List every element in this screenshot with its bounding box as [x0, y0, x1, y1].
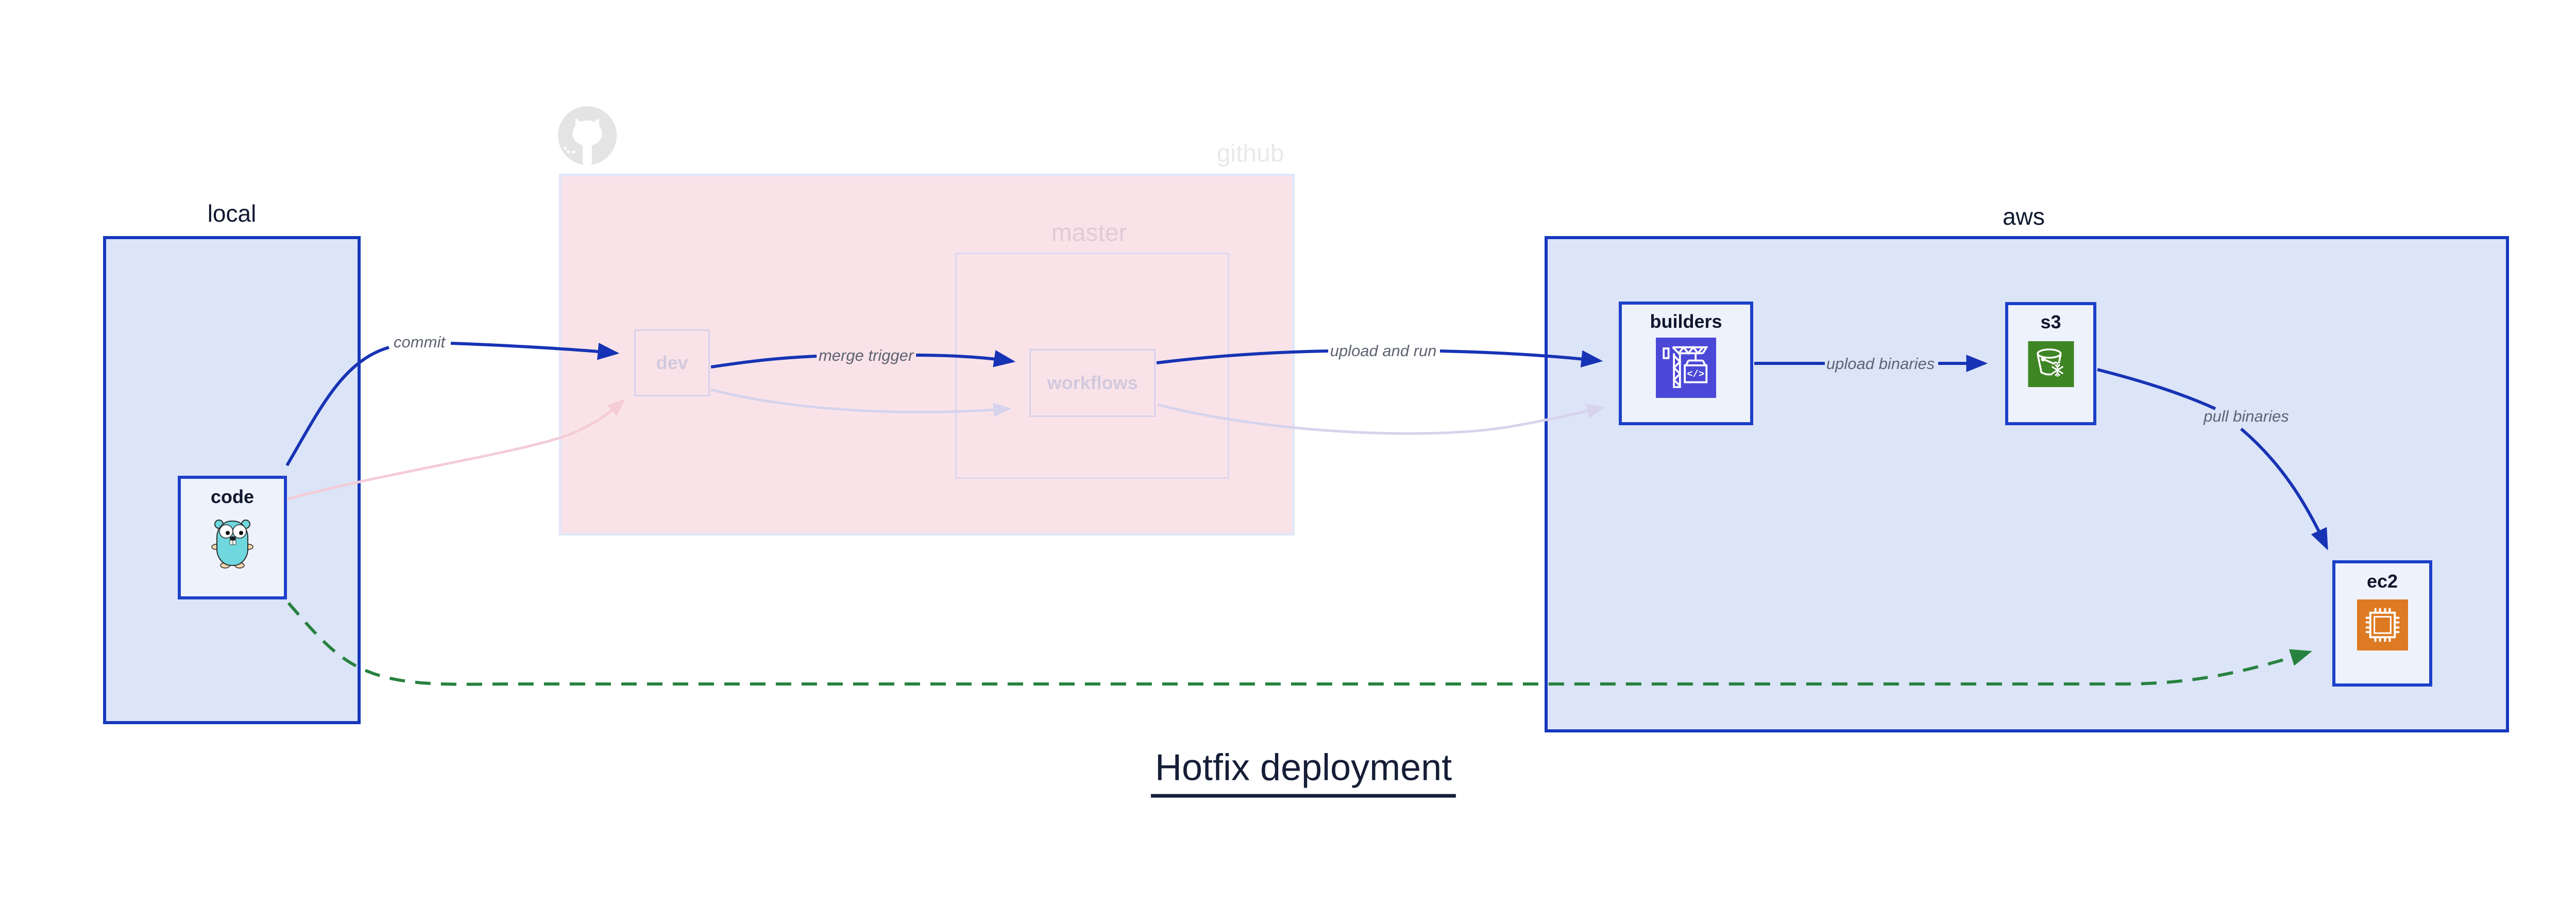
- node-code-label: code: [210, 486, 255, 507]
- cluster-github-label: github: [1216, 140, 1284, 168]
- github-octocat-icon: [557, 106, 617, 166]
- cluster-master: [955, 253, 1229, 479]
- node-workflows-label: workflows: [1047, 372, 1138, 393]
- diagram-title: Hotfix deployment: [1150, 747, 1456, 798]
- node-workflows: workflows: [1029, 349, 1156, 417]
- edge-merge-trigger-label: merge trigger: [818, 346, 914, 364]
- node-s3-label: s3: [2040, 311, 2061, 332]
- edge-commit-label: commit: [394, 333, 445, 351]
- node-dev: dev: [634, 329, 710, 396]
- ec2-chip-icon: [2357, 599, 2408, 650]
- edge-upload-binaries-label: upload binaries: [1826, 355, 1935, 373]
- node-builders-label: builders: [1650, 311, 1722, 332]
- node-dev-label: dev: [656, 352, 688, 373]
- node-ec2: ec2: [2332, 560, 2432, 687]
- edge-pull-binaries-label: pull binaries: [2204, 407, 2289, 425]
- codebuild-crane-icon: </>: [1656, 338, 1716, 398]
- edge-upload-and-run-label: upload and run: [1330, 342, 1437, 360]
- cluster-local-label: local: [207, 200, 257, 227]
- go-gopher-icon: [211, 520, 253, 569]
- node-ec2-label: ec2: [2366, 571, 2398, 592]
- cluster-aws-label: aws: [2003, 203, 2045, 230]
- node-builders: builders </>: [1619, 302, 1753, 425]
- node-s3: s3: [2005, 302, 2096, 425]
- cluster-master-label: master: [1051, 219, 1127, 247]
- svg-text:</>: </>: [1687, 369, 1704, 380]
- node-code: code: [178, 476, 287, 599]
- s3-bucket-icon: [2028, 341, 2074, 387]
